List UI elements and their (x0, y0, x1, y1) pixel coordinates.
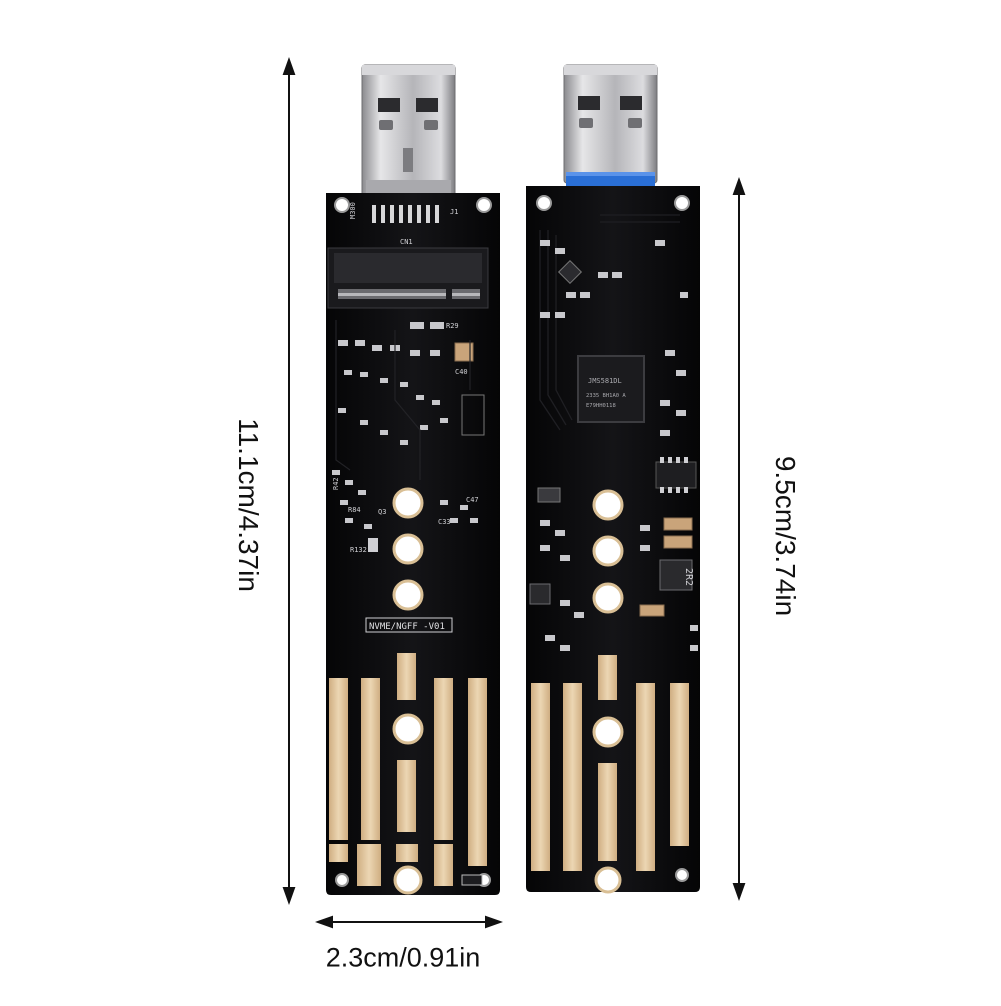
board-front: NVME/NGFF -V01 M300 J1 CN1 R29 C40 Q3 C4… (326, 64, 500, 895)
gold-pads-front (329, 653, 487, 886)
controller-chip: JMS581DL 2335 BH1A0 A E79HH0118 (577, 355, 645, 423)
gold-pads-back (531, 655, 689, 871)
model-label: NVME/NGFF -V01 (369, 622, 445, 632)
components-front (332, 322, 478, 529)
chip-text-2: 2335 BH1A0 A (586, 393, 626, 399)
r132-label: R132 (350, 546, 367, 554)
chip-text-1: JMS581DL (588, 377, 622, 385)
usb-plug-front (361, 64, 456, 206)
length-label-total: 11.1cm/4.37in (233, 418, 264, 592)
r84-label: R84 (348, 506, 361, 514)
chip-text-3: E79HH0118 (586, 403, 616, 409)
connector-label: CN1 (400, 238, 413, 246)
components-back (540, 240, 698, 651)
q3-label: Q3 (378, 508, 386, 516)
j1-label: J1 (450, 208, 458, 216)
c47-label: C47 (466, 496, 479, 504)
dimension-line-bottom (315, 915, 503, 929)
r29-label: R29 (446, 322, 459, 330)
dimension-line-left (282, 57, 296, 905)
dimension-line-right (732, 177, 746, 901)
jumper-label: M300 (349, 202, 357, 219)
m2-connector (327, 247, 489, 309)
usb-plug-back (563, 64, 658, 186)
c33-label: C33 (438, 518, 451, 526)
inductor-label: 2R2 (683, 568, 694, 586)
c40-label: C40 (455, 368, 468, 376)
board-back: JMS581DL 2335 BH1A0 A E79HH0118 2R2 (526, 64, 700, 894)
r42-label: R42 (332, 477, 340, 490)
width-label: 2.3cm/0.91in (325, 942, 481, 973)
length-label-board: 9.5cm/3.74in (770, 455, 801, 617)
